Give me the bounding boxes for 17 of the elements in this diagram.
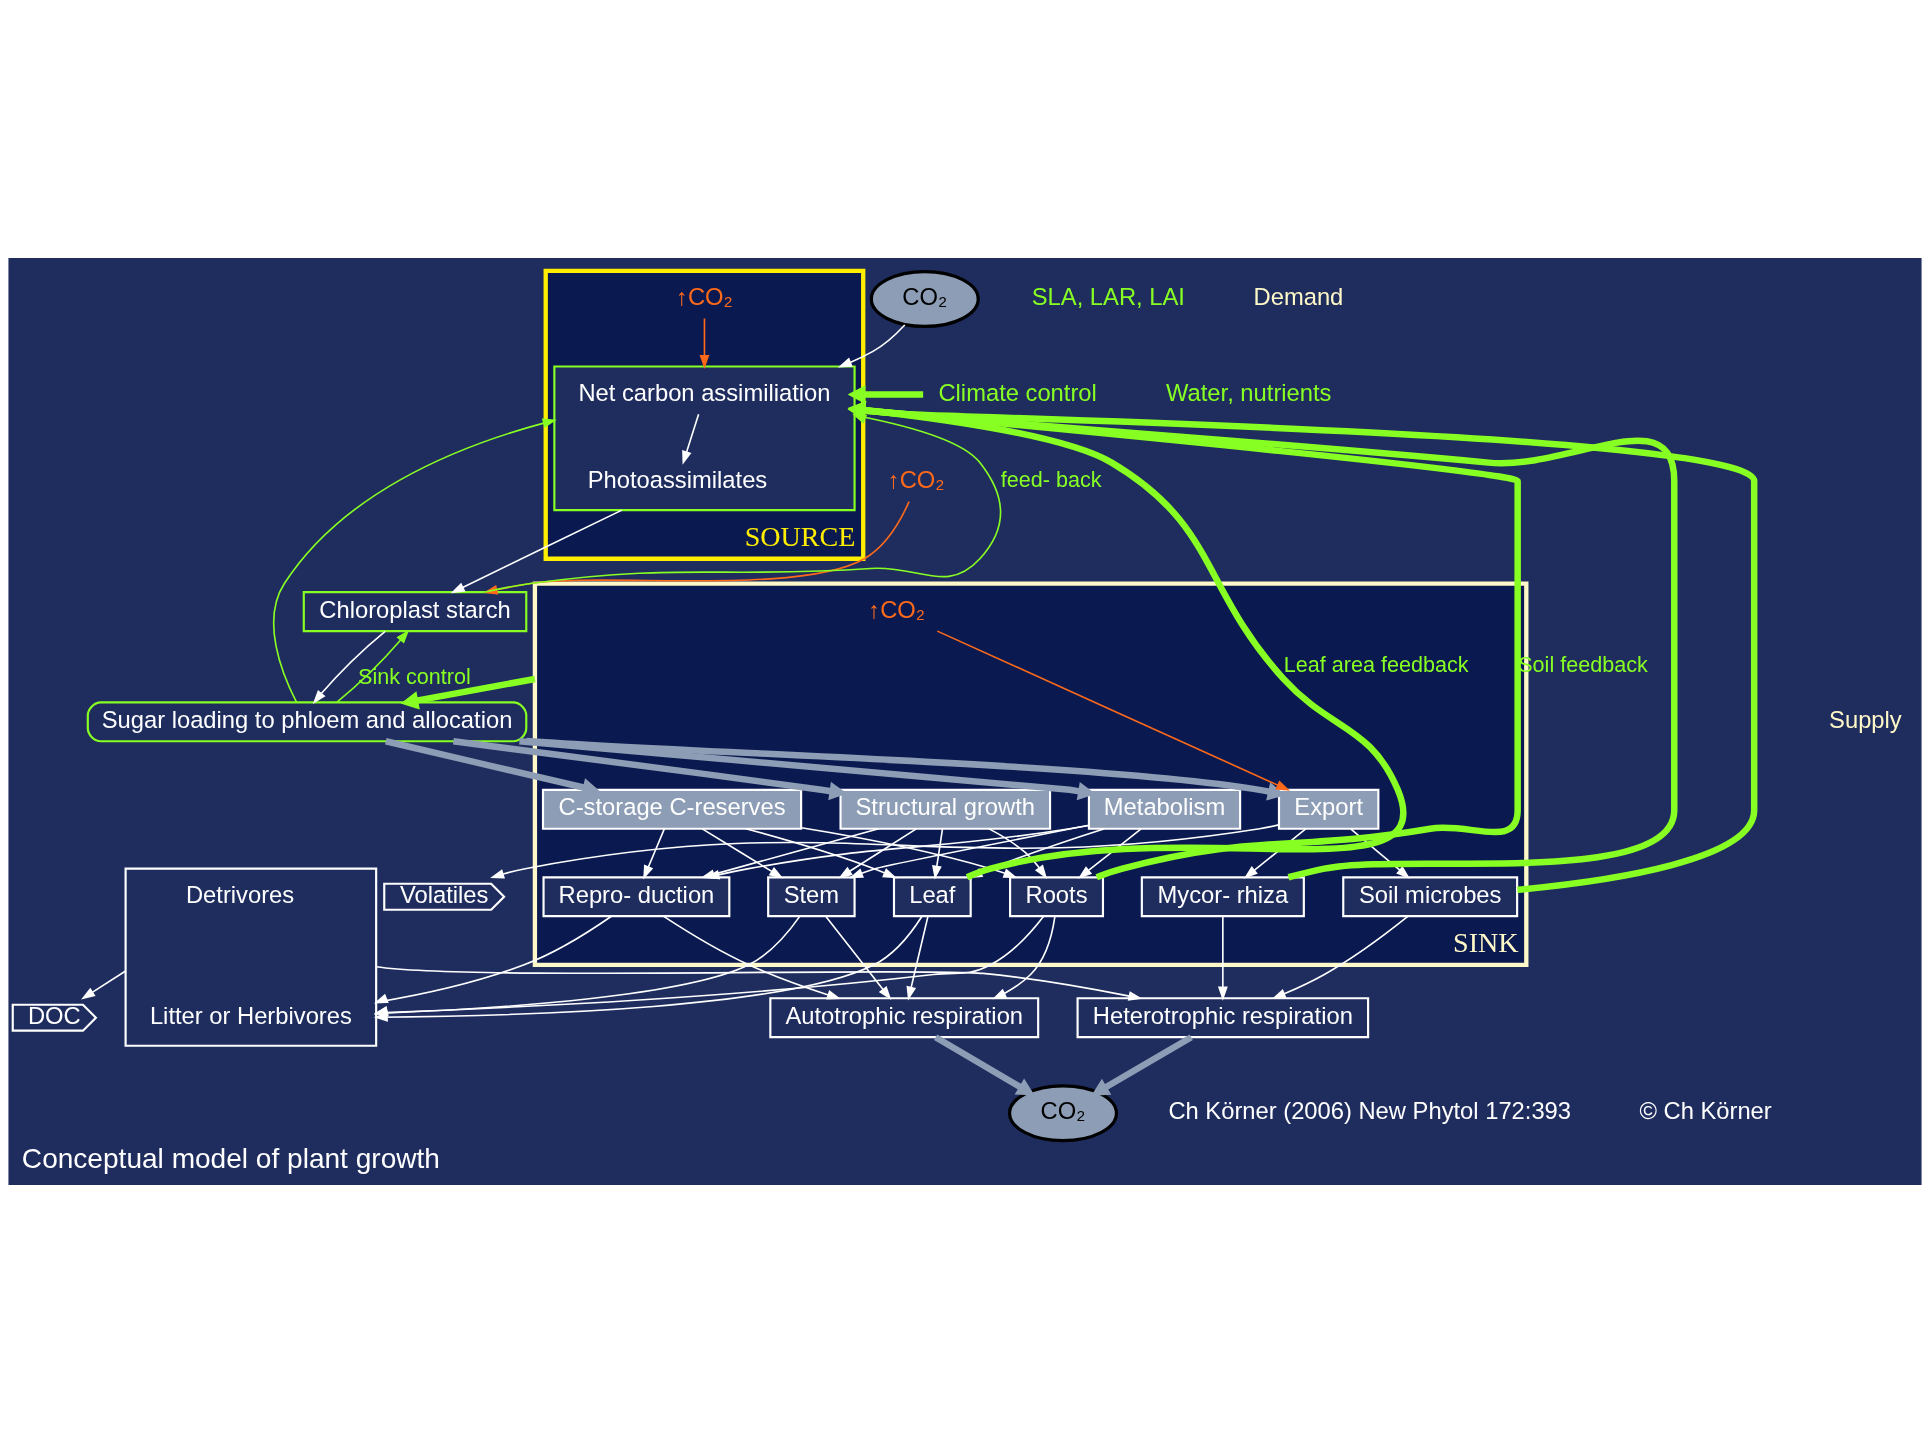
label: Supply bbox=[1829, 705, 1902, 733]
label: Ch Körner (2006) New Phytol 172:393 bbox=[1168, 1096, 1572, 1124]
node-text: ↑CO₂ bbox=[887, 465, 945, 493]
edge-label: feed- back bbox=[1000, 466, 1102, 492]
node-text: Litter or Herbivores bbox=[149, 1001, 352, 1029]
node-text: Climate control bbox=[938, 378, 1097, 406]
node-text: Detrivores bbox=[185, 880, 295, 908]
label: Water, nutrients bbox=[1166, 378, 1332, 406]
edge-label: Leaf area feedback bbox=[1283, 651, 1469, 677]
label: Demand bbox=[1253, 282, 1344, 310]
node-text: Photoassimilates bbox=[587, 465, 768, 493]
caption: Conceptual model of plant growth bbox=[21, 1142, 440, 1173]
node-text: Net carbon assimiliation bbox=[578, 378, 831, 406]
label: SLA, LAR, LAI bbox=[1031, 282, 1185, 310]
label: © Ch Körner bbox=[1639, 1096, 1772, 1124]
node-text: ↑CO₂ bbox=[868, 595, 926, 623]
node-text: ↑CO₂ bbox=[676, 282, 733, 310]
